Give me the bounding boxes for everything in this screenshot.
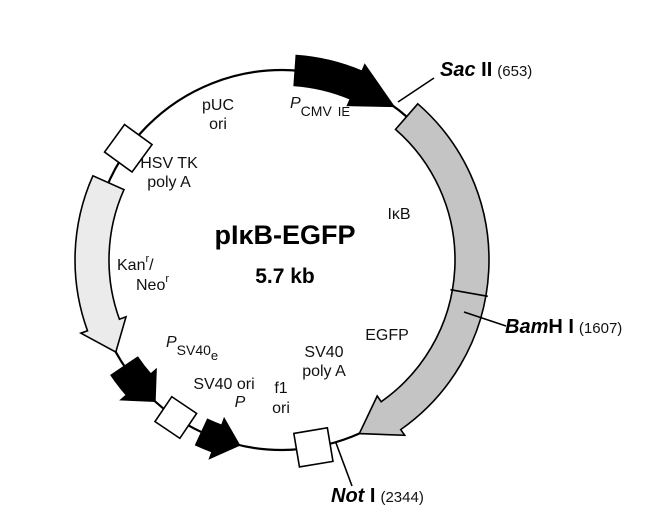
sv40-ori-label-line1: SV40 ori [193,376,254,393]
hsv-tk-label-line2: poly A [147,174,191,191]
ikb-label: IκB [387,206,410,223]
noti-site-line [335,442,353,487]
noti-site-label: Not I(2344) [331,485,424,507]
sv40-polya-box [292,426,334,468]
plasmid-size: 5.7 kb [255,265,315,288]
sacii-site-line [397,77,435,103]
sv40-ori-label-line2: P [235,394,246,411]
f1-ori-label-line2: ori [272,400,290,417]
kan-neo-label-line1: Kanr/ [117,253,154,274]
kan-neo-label-line2: Neor [136,273,169,294]
puc-ori-label-line2: ori [209,116,227,133]
pcmv-promoter-arrow [293,54,396,108]
f1-ori-box [153,395,198,440]
sacii-site-label: Sac II(653) [440,59,532,81]
ikb-egfp-junction-line [450,288,488,298]
psv40e-label: PSV40e [166,334,218,363]
sv40-polya-label-line1: SV40 [304,344,343,361]
sv40-polya-label-line2: poly A [302,363,346,380]
p-promoter-arrow [194,416,241,460]
bamhi-site-label: BamH I(1607) [505,316,622,338]
puc-ori-label-line1: pUC [202,97,234,114]
ikb-egfp-arrow [358,102,490,437]
f1-ori-label-line1: f1 [274,380,287,397]
hsv-tk-polya-box [103,123,154,174]
psv40e-promoter-arrow [110,356,157,403]
egfp-label: EGFP [365,327,409,344]
bamhi-site-line [463,311,507,327]
hsv-tk-label-line1: HSV TK [140,155,198,172]
kan-neo-arrow [74,174,128,354]
plasmid-name: pIκB-EGFP [214,220,355,250]
